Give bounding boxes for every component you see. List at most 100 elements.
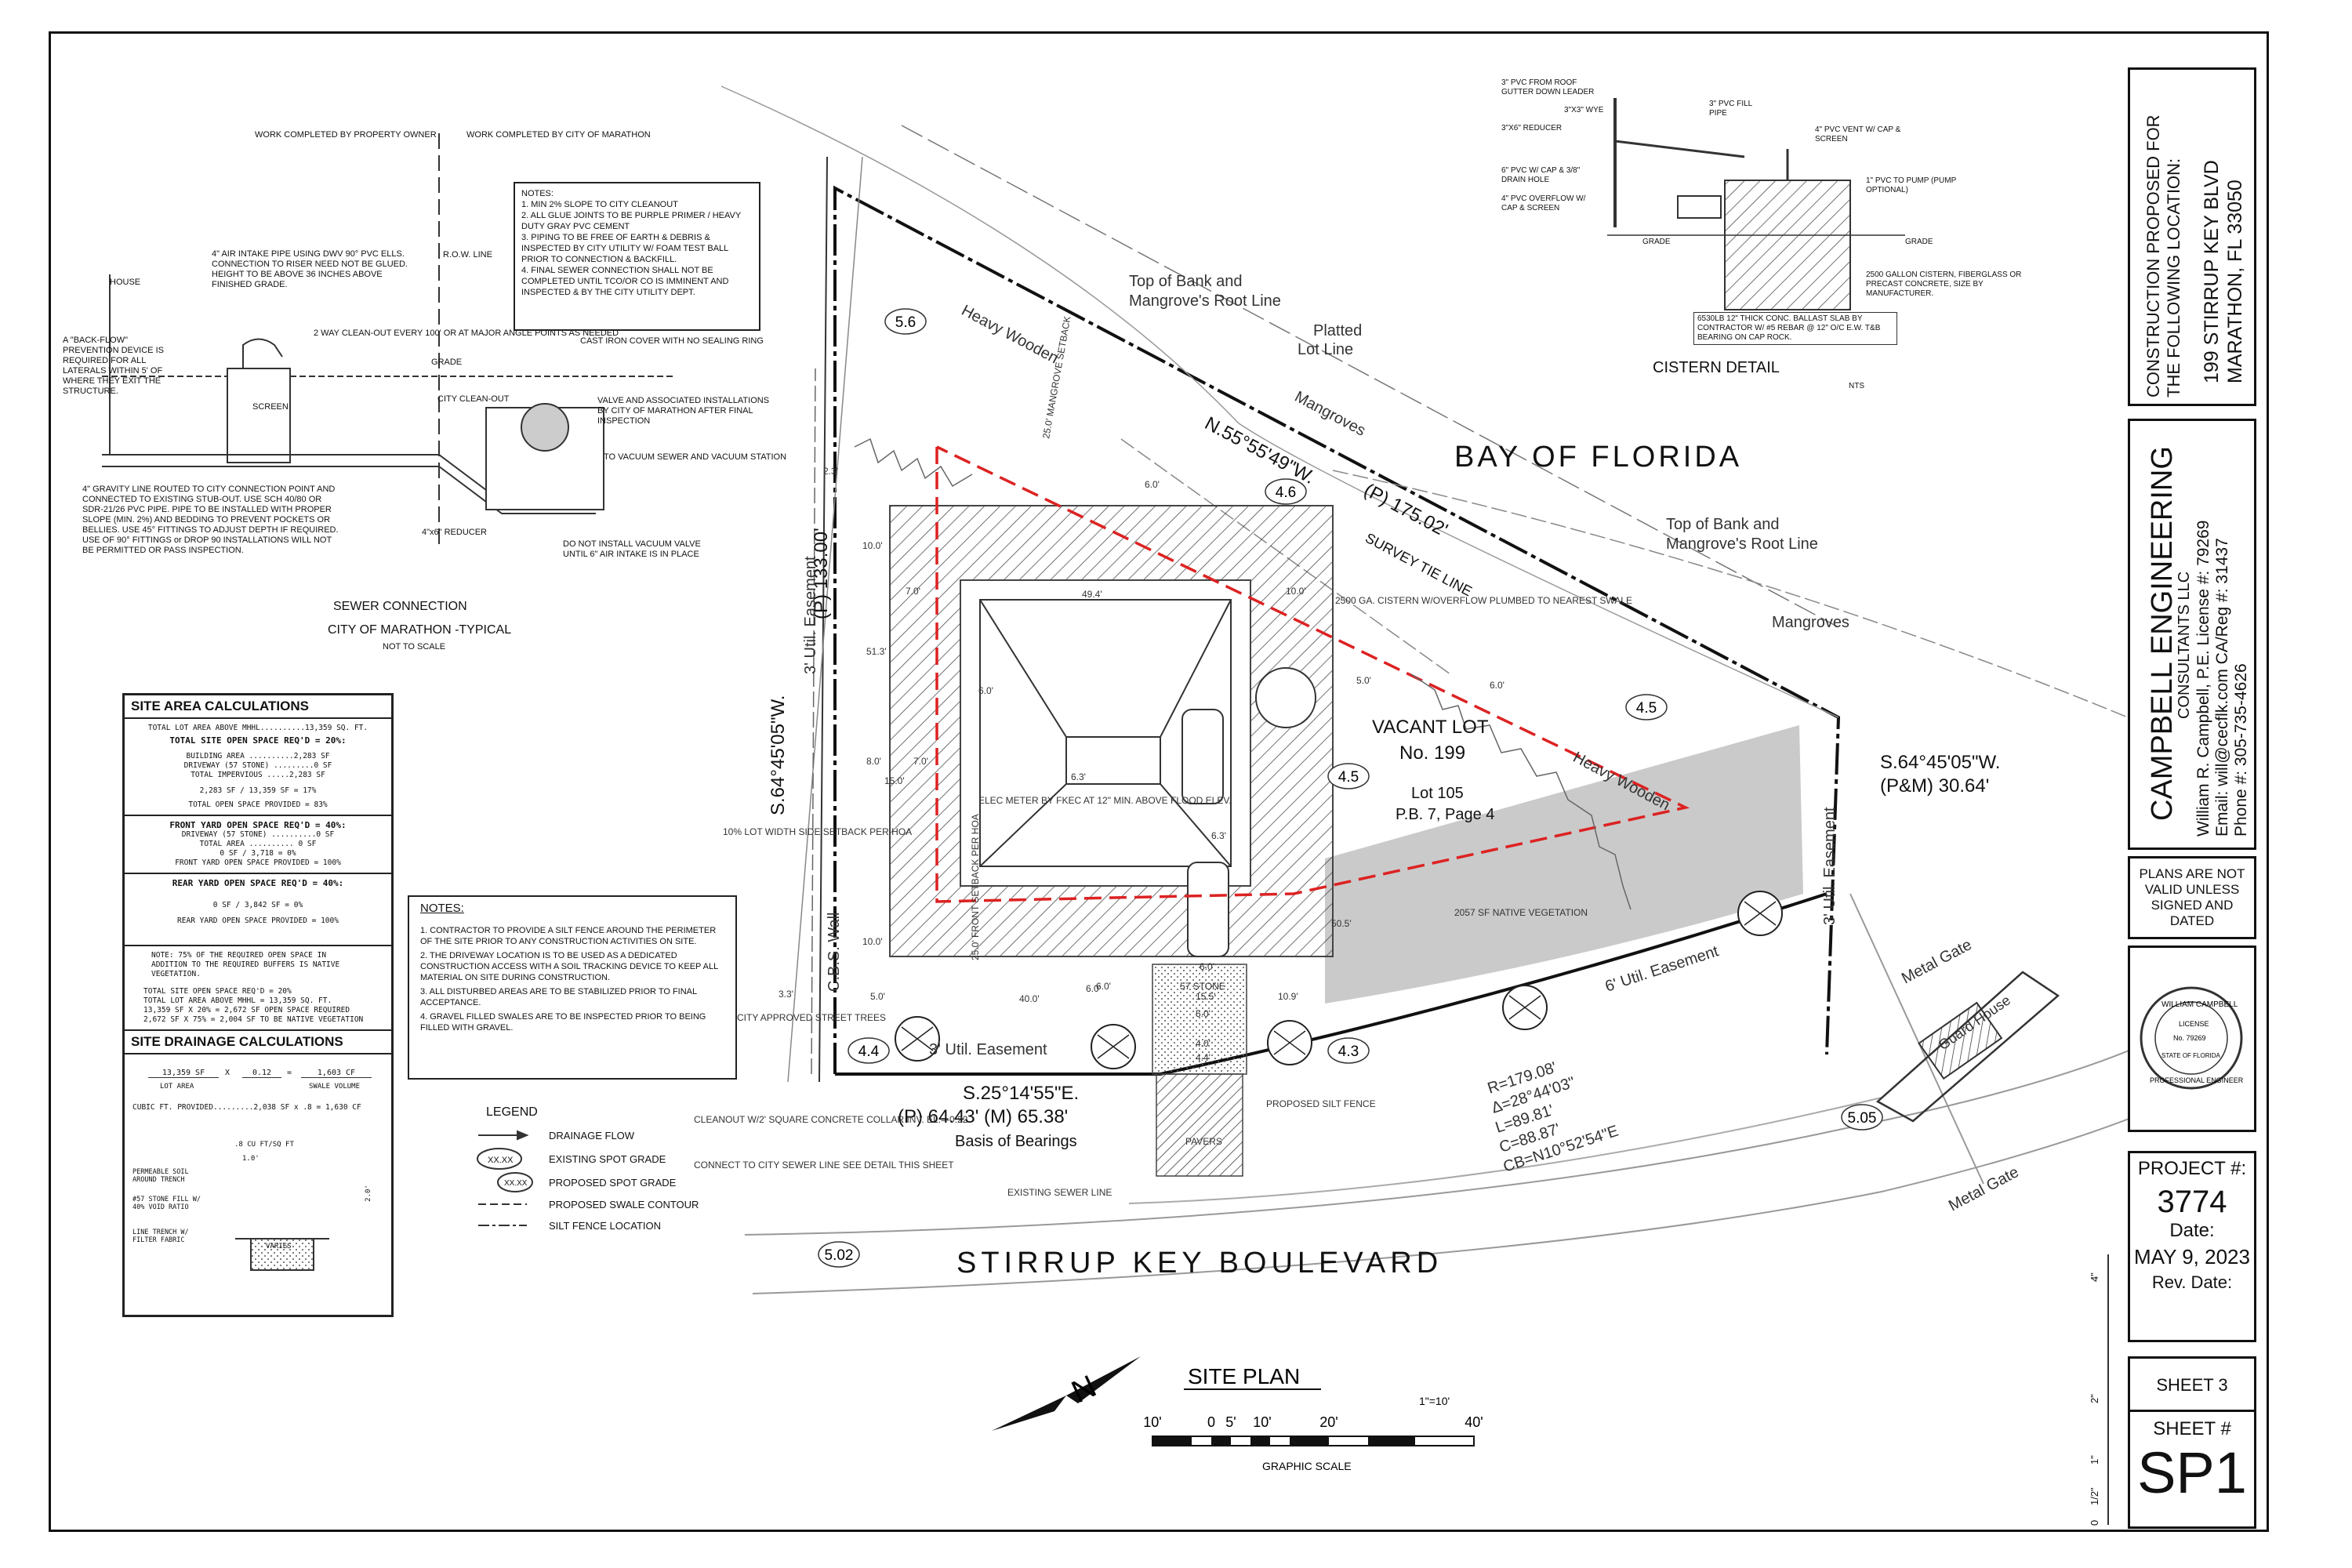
mangroves-label-1: Mangroves [1292, 388, 1369, 440]
platted-label-a: Platted [1313, 322, 1362, 339]
calc-line: TOTAL IMPERVIOUS .....2,283 SF [191, 771, 325, 779]
dimension-label: 6.3' [1211, 830, 1226, 841]
construction-note-4: 4. GRAVEL FILLED SWALES ARE TO BE INSPEC… [420, 1012, 706, 1033]
print-scale-ruler [2107, 1254, 2109, 1525]
calc-line: FRONT YARD OPEN SPACE PROVIDED = 100% [175, 858, 341, 867]
project-box: PROJECT #: 3774 Date: MAY 9, 2023 Rev. D… [2128, 1151, 2256, 1342]
sewer-notes-box: NOTES: 1. MIN 2% SLOPE TO CITY CLEANOUT … [514, 182, 760, 331]
construction-line1: CONSTRUCTION PROPOSED FOR [2143, 114, 2163, 397]
drainage-title: SITE DRAINAGE CALCULATIONS [125, 1031, 391, 1054]
gate-line [1849, 893, 1984, 1185]
sewer-notes-3: 3. PIPING TO BE FREE OF EARTH & DEBRIS &… [521, 233, 728, 264]
street-line-south [752, 1097, 2180, 1294]
util-easement-east: 3' Util. Easement [1821, 807, 1838, 925]
drainage-liner: LINE TRENCH W/ FILTER FABRIC [132, 1229, 189, 1244]
street-line-north [744, 1026, 2180, 1236]
bearing-east-b: (P&M) 30.64' [1880, 775, 1989, 797]
dimension-label: 6.0' [1086, 983, 1101, 994]
site-area-title: SITE AREA CALCULATIONS [125, 695, 391, 719]
calc-line: 2,283 SF / 13,359 SF = 17% [199, 786, 317, 795]
pavers [1156, 1073, 1243, 1177]
email-line: Email: will@cecflk.com CA/Reg #: 31437 [2213, 538, 2231, 837]
cistern-label-cap: 6" PVC W/ CAP & 3/8" DRAIN HOLE [1501, 166, 1581, 184]
bearing-west: S.64°45'05"W. [768, 695, 789, 815]
cistern-label-slab: 6530LB 12" THICK CONC. BALLAST SLAB BY C… [1693, 312, 1897, 345]
location-box: CONSTRUCTION PROPOSED FOR THE FOLLOWING … [2128, 67, 2256, 406]
proposed-silt-label: PROPOSED SILT FENCE [1266, 1098, 1376, 1109]
street-label: STIRRUP KEY BOULEVARD [956, 1247, 1443, 1279]
calc-line: 0 SF / 3,718 = 0% [220, 849, 296, 858]
platted-label-b: Lot Line [1298, 341, 1353, 358]
lot-width-note: 10% LOT WIDTH SIDE SETBACK PER HOA [723, 826, 912, 837]
bearing-west-distance: (P) 133.00' [811, 528, 832, 619]
drainage-d1: 1.0' [242, 1155, 260, 1163]
dimension-label: 50.5' [1331, 918, 1352, 929]
legend-silt: SILT FENCE LOCATION [549, 1220, 661, 1232]
cistern-label-grade-2: GRADE [1905, 238, 1933, 246]
dimension-label: 40.0' [1019, 993, 1040, 1004]
spot-grade-ellipse [1625, 694, 1668, 720]
address-line1: 199 STIRRUP KEY BLVD [2201, 160, 2223, 383]
city-cleanout-label: CITY CLEAN-OUT [437, 394, 510, 404]
dimension-label: 6.0' [1145, 479, 1160, 490]
roof-lines [979, 599, 1232, 867]
cistern-label-fill: 3" PVC FILL PIPE [1709, 100, 1752, 118]
drainage-volume: 1,603 CF [301, 1069, 372, 1078]
spot-grade-label: 5.6 [895, 314, 916, 331]
seal-title: PROFESSIONAL ENGINEER [2150, 1076, 2244, 1084]
rev-date-label: Rev. Date: [2151, 1272, 2233, 1292]
valve-note: VALVE AND ASSOCIATED INSTALLATIONS BY CI… [597, 396, 770, 426]
row-label: R.O.W. LINE [443, 250, 492, 260]
dimension-label: 6.0' [978, 685, 993, 696]
car-icon-2 [1187, 862, 1229, 957]
util-easement-south: 6' Util. Easement [1603, 942, 1721, 996]
sheet-border [49, 31, 2269, 1532]
calc-line: TOTAL OPEN SPACE PROVIDED = 83% [188, 800, 328, 809]
north-arrow-icon: N [992, 1356, 1141, 1431]
spot-grade-label: 4.5 [1338, 769, 1359, 786]
calc-line: NOTE: 75% OF THE REQUIRED OPEN SPACE IN … [151, 951, 340, 978]
cistern-nts: NTS [1849, 382, 1864, 390]
project-number: 3774 [2157, 1185, 2227, 1219]
bay-label: BAY OF FLORIDA [1454, 441, 1742, 474]
bank-line-1 [720, 85, 1839, 718]
cbs-wall-line [811, 368, 816, 1075]
vacuum-label: TO VACUUM SEWER AND VACUUM STATION [604, 452, 786, 462]
mangrove-edge-2 [1410, 673, 1632, 910]
sewer-subtitle: CITY OF MARATHON -TYPICAL [328, 623, 511, 637]
legend-symbols [477, 1130, 533, 1226]
reducer-label: 4"x6" REDUCER [422, 528, 487, 537]
scale-tick-label: 5' [1225, 1414, 1236, 1430]
west-wall-line [818, 156, 828, 1083]
work-city-label: WORK COMPLETED BY CITY OF MARATHON [466, 130, 651, 140]
dimension-label: 6.0' [1490, 680, 1504, 691]
cistern-label-vent: 4" PVC VENT W/ CAP & SCREEN [1815, 125, 1901, 143]
disclaimer-box: PLANS ARE NOT VALID UNLESS SIGNED AND DA… [2128, 856, 2256, 939]
tree-marks [901, 901, 1777, 1059]
project-label: PROJECT #: [2137, 1158, 2247, 1179]
dimension-label: 3.3' [779, 989, 793, 1000]
print-scale-0: 0 [2089, 1519, 2100, 1526]
lot-number-label: No. 199 [1399, 742, 1465, 764]
calc-line: TOTAL SITE OPEN SPACE REQ'D = 20% [143, 987, 292, 996]
sheet-count: SHEET 3 [2156, 1375, 2228, 1395]
platted-lot-line [901, 125, 1839, 628]
cistern-label-grade-1: GRADE [1642, 238, 1671, 246]
graphic-scale-label: GRAPHIC SCALE [1262, 1460, 1352, 1472]
bearing-east-a: S.64°45'05"W. [1880, 752, 2000, 773]
engineer-box: CAMPBELL ENGINEERING CONSULTANTS LLC Wil… [2128, 419, 2256, 850]
seal-name: WILLIAM CAMPBELL [2161, 1000, 2238, 1009]
sewer-title: SEWER CONNECTION [333, 600, 467, 613]
dimension-label: 4.4' [1196, 1052, 1210, 1063]
calc-line: 13,359 SF X 20% = 2,672 SF OPEN SPACE RE… [143, 1006, 350, 1014]
sheet-count-box: SHEET 3 [2128, 1356, 2256, 1414]
sheet-label: SHEET # [2153, 1418, 2231, 1439]
drainage-varies: VARIES [266, 1243, 292, 1250]
construction-note-2: 2. THE DRIVEWAY LOCATION IS TO BE USED A… [420, 951, 718, 982]
print-scale-4: 4" [2089, 1272, 2100, 1282]
heavy-wooden-label-1: Heavy Wooden [959, 302, 1062, 367]
mangroves-label-2: Mangroves [1772, 614, 1849, 631]
top-bank-label-2b: Mangrove's Root Line [1666, 535, 1818, 553]
seal-state: STATE OF FLORIDA [2161, 1052, 2220, 1059]
